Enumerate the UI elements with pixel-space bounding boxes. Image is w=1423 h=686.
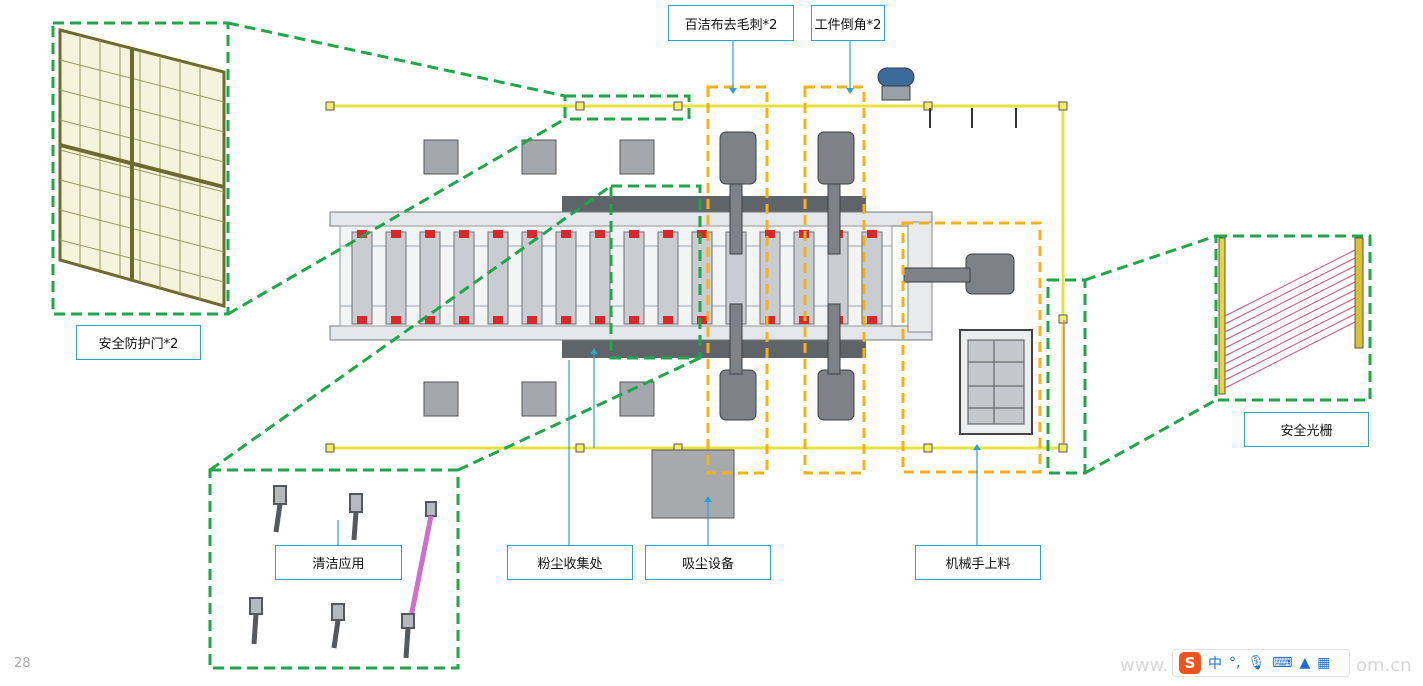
robot-loading-label: 机械手上料 bbox=[915, 545, 1041, 580]
dust-equipment-box bbox=[651, 449, 735, 519]
ime-mode-toggle[interactable]: 中 bbox=[1208, 656, 1222, 672]
dust-collect-label: 粉尘收集处 bbox=[507, 545, 633, 580]
watermark-right: om.cn bbox=[1356, 655, 1412, 676]
safety-fence bbox=[330, 104, 1065, 450]
light-curtain-illustration bbox=[1218, 237, 1364, 395]
robots bbox=[719, 67, 1015, 421]
mic-icon[interactable]: 🎙 bbox=[1247, 655, 1266, 671]
keyboard-icon[interactable]: ⌨ bbox=[1272, 655, 1293, 671]
dust-equipment-label: 吸尘设备 bbox=[645, 545, 771, 580]
leader-arrowheads bbox=[590, 88, 981, 502]
cleaning-tools-illustration bbox=[249, 485, 437, 659]
clean-app-label: 清洁应用 bbox=[275, 545, 402, 580]
page-number: 28 bbox=[14, 656, 31, 671]
conveyor bbox=[329, 196, 933, 358]
ime-toolbar[interactable]: S 中 °, 🎙 ⌨ ▲ ▦ bbox=[1172, 649, 1350, 677]
leader-lines bbox=[337, 40, 978, 545]
floor-pads bbox=[423, 139, 655, 417]
grid-icon[interactable]: ▦ bbox=[1317, 655, 1331, 671]
ime-logo-icon[interactable]: S bbox=[1179, 652, 1201, 674]
light-curtain-label: 安全光栅 bbox=[1244, 412, 1369, 447]
fence-markers bbox=[929, 108, 1017, 128]
safety-door-label: 安全防护门*2 bbox=[76, 325, 201, 360]
work-zones bbox=[706, 85, 1042, 475]
cloth-deburr-label: 百洁布去毛刺*2 bbox=[668, 5, 794, 41]
watermark-left: www. bbox=[1120, 655, 1169, 676]
callouts bbox=[51, 21, 1372, 670]
material-cart bbox=[959, 329, 1033, 435]
shirt-icon[interactable]: ▲ bbox=[1299, 655, 1311, 671]
ime-punct-toggle[interactable]: °, bbox=[1229, 655, 1241, 671]
fence-posts bbox=[325, 101, 1068, 453]
safety-door-illustration bbox=[58, 28, 226, 308]
chamfer-label: 工件倒角*2 bbox=[811, 5, 885, 41]
